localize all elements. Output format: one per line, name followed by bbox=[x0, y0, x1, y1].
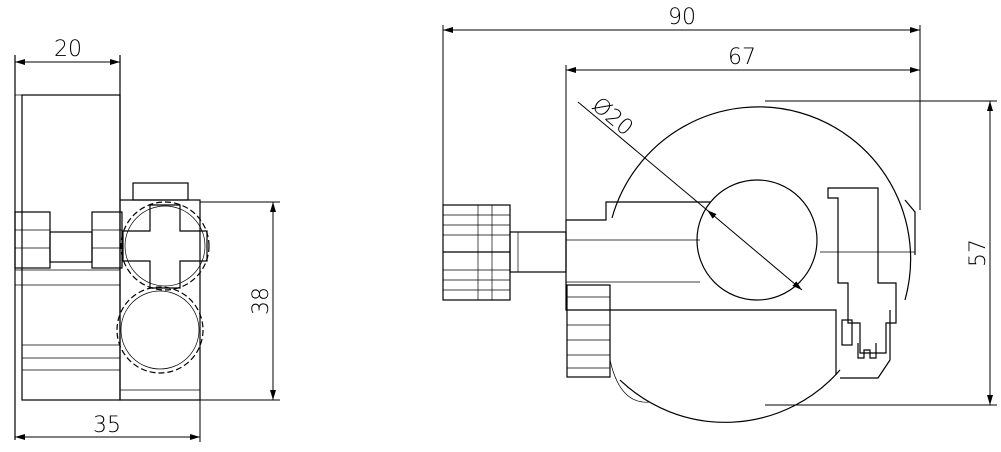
dimension-57: 57 bbox=[765, 100, 997, 406]
dimension-label-57: 57 bbox=[966, 239, 991, 267]
dimension-20: 20 bbox=[15, 37, 120, 65]
lower-knob-front bbox=[566, 284, 651, 403]
dimension-label-35: 35 bbox=[93, 413, 121, 438]
side-view-body bbox=[14, 55, 201, 440]
upper-knob bbox=[120, 201, 210, 291]
dimension-35: 35 bbox=[15, 400, 201, 442]
clamp-ring bbox=[611, 106, 916, 423]
dimension-label-90: 90 bbox=[668, 5, 696, 30]
clamp-body bbox=[565, 187, 897, 379]
side-view: 20 35 38 bbox=[14, 37, 280, 442]
dimension-label-diameter-20: Ø20 bbox=[587, 93, 638, 141]
dimension-label-20: 20 bbox=[54, 37, 82, 62]
dimension-90: 90 bbox=[442, 5, 921, 210]
dimension-67: 67 bbox=[565, 45, 920, 220]
bore-circle bbox=[696, 179, 818, 301]
dimension-label-38: 38 bbox=[249, 287, 274, 315]
front-view: 90 67 Ø20 57 bbox=[442, 5, 997, 423]
lower-knob bbox=[116, 286, 204, 374]
dimension-label-67: 67 bbox=[728, 45, 756, 70]
dimension-38: 38 bbox=[200, 201, 280, 401]
dimension-diameter-20: Ø20 bbox=[577, 93, 803, 291]
side-knob bbox=[442, 204, 567, 301]
